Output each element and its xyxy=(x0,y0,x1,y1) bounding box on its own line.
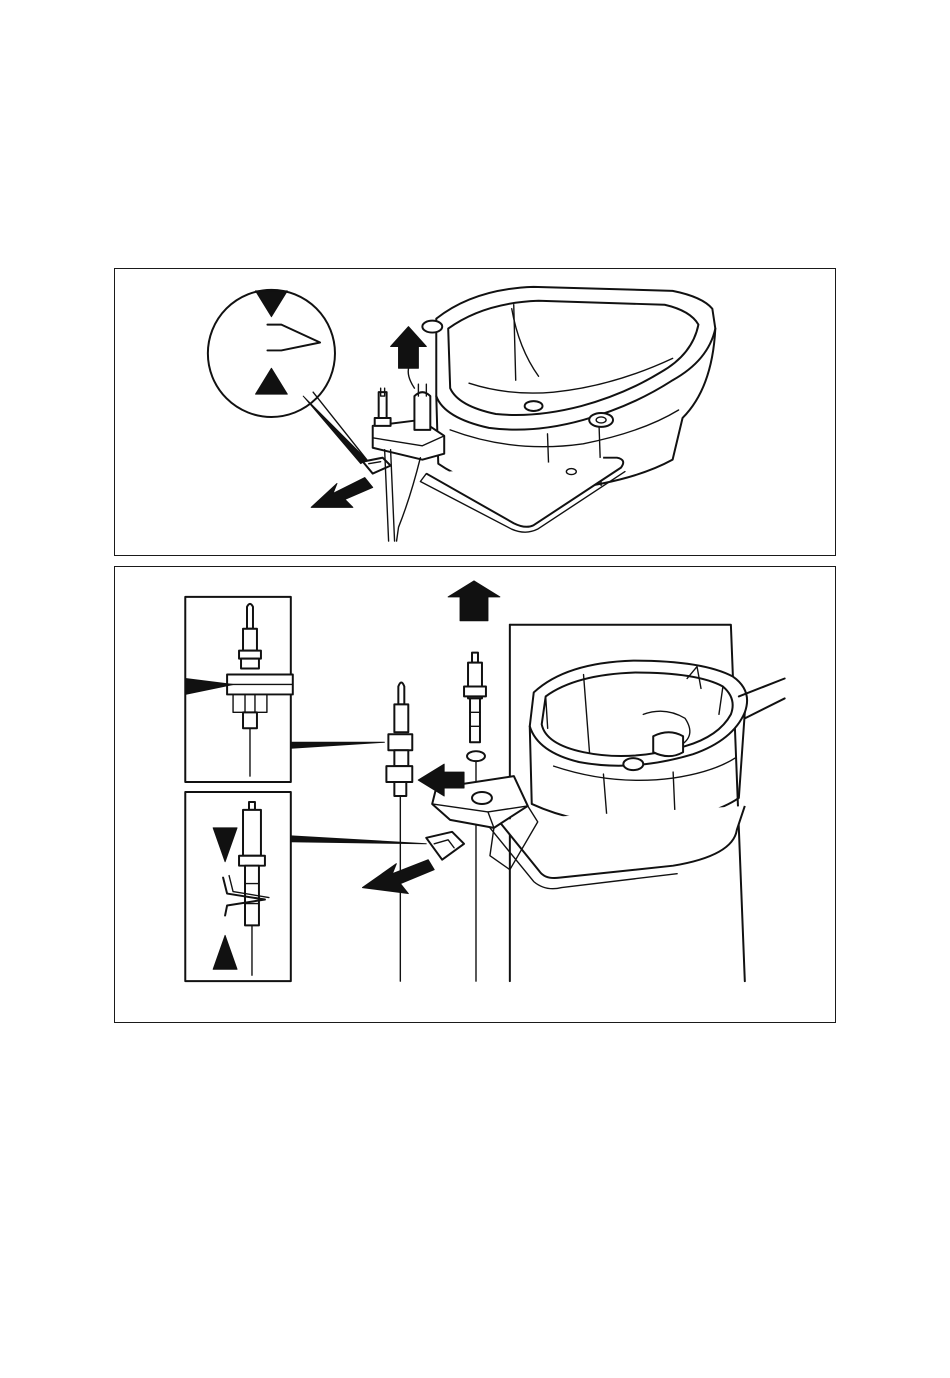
burner-pot-sensor-removal-illustration xyxy=(115,567,835,1022)
arrow-down-left-icon xyxy=(362,860,434,894)
arrow-up-icon xyxy=(391,327,427,369)
sensor-collar-detail-icon xyxy=(185,597,293,782)
sensor-assembly xyxy=(386,653,537,982)
burner-housing xyxy=(490,625,785,981)
arrow-up-icon xyxy=(448,581,500,621)
burner-pot-electrode-removal-illustration xyxy=(115,269,835,555)
burner-pot xyxy=(420,287,715,532)
illustration-panel-top xyxy=(114,268,836,556)
spring-clip xyxy=(426,832,464,860)
spring-clip-detail-icon xyxy=(185,792,291,981)
clip-gap-magnifier-icon xyxy=(208,290,367,464)
electrode-assembly xyxy=(363,363,444,541)
arrow-down-left-icon xyxy=(311,478,373,508)
spring-clip xyxy=(363,458,391,474)
illustration-panel-bottom xyxy=(114,566,836,1023)
